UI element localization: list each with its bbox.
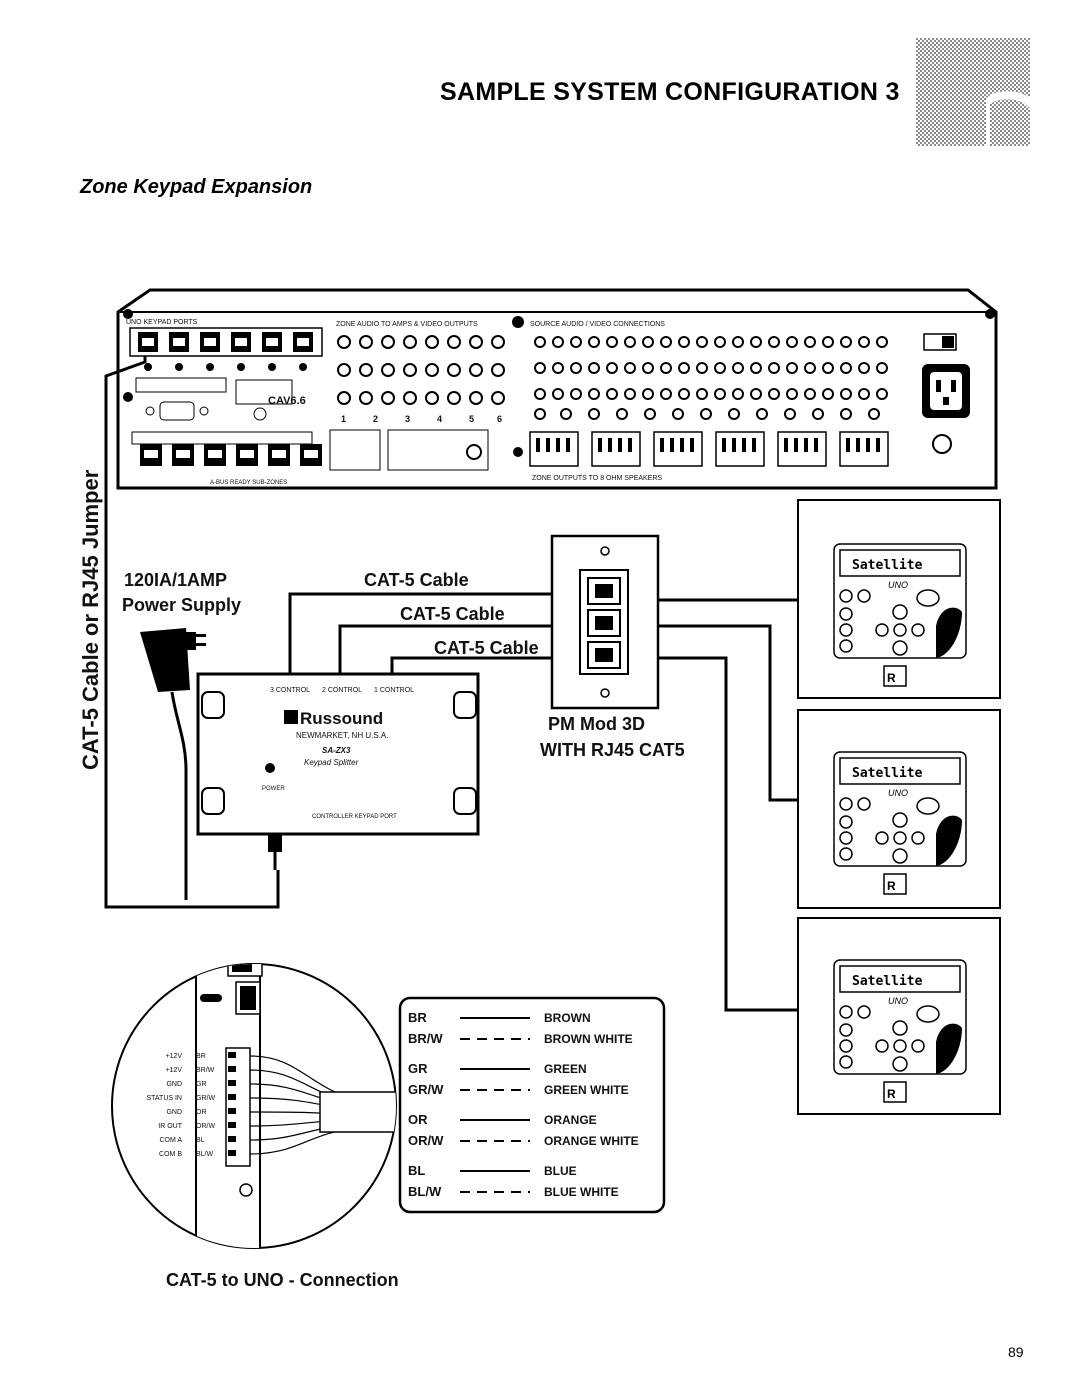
legend-name-brown-white: BROWN WHITE [544, 1032, 633, 1046]
legend-name-green-white: GREEN WHITE [544, 1083, 629, 1097]
uno-keypad-ports-label: UNO KEYPAD PORTS [126, 319, 198, 326]
legend-name-green: GREEN [544, 1062, 587, 1076]
svg-text:R: R [887, 1087, 896, 1101]
keypad-3-brand: UNO [888, 996, 908, 1006]
legend-name-brown: BROWN [544, 1011, 591, 1025]
keypad-2: Satellite UNO R [797, 709, 1001, 909]
wallplate-label-2: WITH RJ45 CAT5 [540, 740, 685, 760]
vertical-cable-label: CAT-5 Cable or RJ45 Jumper [78, 469, 103, 770]
zone-number-3: 3 [405, 414, 410, 424]
zone-number-4: 4 [437, 414, 442, 424]
terminal-label-6: IR OUT [158, 1123, 182, 1130]
terminal-wire-3: GR [196, 1081, 207, 1088]
zone-number-1: 1 [341, 414, 346, 424]
splitter-model: SA-ZX3 [322, 746, 351, 755]
terminal-label-8: COM B [159, 1151, 182, 1158]
zone-number-5: 5 [469, 414, 474, 424]
legend-code-blw: BL/W [408, 1184, 442, 1199]
uno-terminal-detail: +12V +12V GND STATUS IN GND IR OUT COM A… [111, 963, 397, 1249]
terminal-wire-5: OR [196, 1109, 207, 1116]
wall-plate [550, 534, 660, 710]
splitter-port-2: 2 CONTROL [322, 687, 362, 694]
splitter-brand: Russound [300, 709, 383, 728]
terminal-label-5: GND [166, 1109, 182, 1116]
terminal-label-2: +12V [165, 1067, 182, 1074]
terminal-wire-4: GR/W [196, 1095, 215, 1102]
legend-code-br: BR [408, 1010, 427, 1025]
page-number: 89 [1008, 1344, 1024, 1360]
legend-code-gr: GR [408, 1061, 428, 1076]
legend-name-orange-white: ORANGE WHITE [544, 1134, 639, 1148]
terminal-label-7: COM A [159, 1137, 182, 1144]
page-subtitle: Zone Keypad Expansion [80, 176, 313, 198]
svg-text:R: R [887, 671, 896, 685]
terminal-wire-2: BR/W [196, 1067, 215, 1074]
keypad-2-brand: UNO [888, 788, 908, 798]
legend-name-blue: BLUE [544, 1164, 577, 1178]
keypad-3: Satellite UNO R [797, 917, 1001, 1115]
russound-logo-icon [916, 38, 1030, 146]
legend-code-brw: BR/W [408, 1031, 443, 1046]
keypad-1-display: Satellite [852, 558, 923, 573]
connection-caption: CAT-5 to UNO - Connection [166, 1270, 399, 1290]
cable-2-label: CAT-5 Cable [400, 604, 505, 624]
legend-code-orw: OR/W [408, 1133, 444, 1148]
terminal-wire-6: OR/W [196, 1123, 215, 1130]
terminal-label-4: STATUS IN [146, 1095, 182, 1102]
page-title: SAMPLE SYSTEM CONFIGURATION 3 [440, 78, 900, 106]
controller-panel: UNO KEYPAD PORTS ZONE AUDIO TO AMPS & VI… [116, 288, 998, 490]
power-supply-label-2: Power Supply [122, 595, 241, 615]
legend-code-or: OR [408, 1112, 428, 1127]
power-supply-label-1: 120IA/1AMP [124, 570, 227, 590]
zone-number-2: 2 [373, 414, 378, 424]
splitter-location: NEWMARKET, NH U.S.A. [296, 731, 388, 740]
legend-code-grw: GR/W [408, 1082, 444, 1097]
terminal-label-3: GND [166, 1081, 182, 1088]
zone-outputs-label: ZONE OUTPUTS TO 8 OHM SPEAKERS [532, 475, 662, 482]
splitter-port-3: 3 CONTROL [270, 687, 310, 694]
wire-color-legend: BR BR/W GR GR/W OR OR/W BL BL/W BROWN BR… [398, 996, 666, 1214]
legend-code-bl: BL [408, 1163, 425, 1178]
zone-audio-label: ZONE AUDIO TO AMPS & VIDEO OUTPUTS [336, 321, 478, 328]
legend-name-blue-white: BLUE WHITE [544, 1185, 619, 1199]
controller-model: CAV6.6 [268, 395, 306, 407]
keypad-1-brand: UNO [888, 580, 908, 590]
splitter-controller-port: CONTROLLER KEYPAD PORT [312, 814, 397, 820]
keypad-2-display: Satellite [852, 766, 923, 781]
cable-3-label: CAT-5 Cable [434, 638, 539, 658]
splitter-port-1: 1 CONTROL [374, 687, 414, 694]
keypad-1: Satellite UNO R [797, 499, 1001, 699]
keypad-3-display: Satellite [852, 974, 923, 989]
wallplate-label-1: PM Mod 3D [548, 714, 645, 734]
terminal-label-1: +12V [165, 1053, 182, 1060]
keypad-splitter: 3 CONTROL 2 CONTROL 1 CONTROL Russound N… [196, 672, 480, 870]
splitter-name: Keypad Splitter [304, 758, 359, 767]
power-supply: 120IA/1AMP Power Supply [122, 570, 241, 900]
svg-text:R: R [887, 879, 896, 893]
splitter-power-label: POWER [262, 786, 285, 792]
zone-number-6: 6 [497, 414, 502, 424]
terminal-wire-1: BR [196, 1053, 206, 1060]
source-audio-label: SOURCE AUDIO / VIDEO CONNECTIONS [530, 321, 665, 328]
terminal-wire-7: BL [196, 1137, 205, 1144]
sub-zones-label: A-BUS READY SUB-ZONES [210, 480, 287, 486]
legend-name-orange: ORANGE [544, 1113, 597, 1127]
terminal-wire-8: BL/W [196, 1151, 214, 1158]
cable-1-label: CAT-5 Cable [364, 570, 469, 590]
